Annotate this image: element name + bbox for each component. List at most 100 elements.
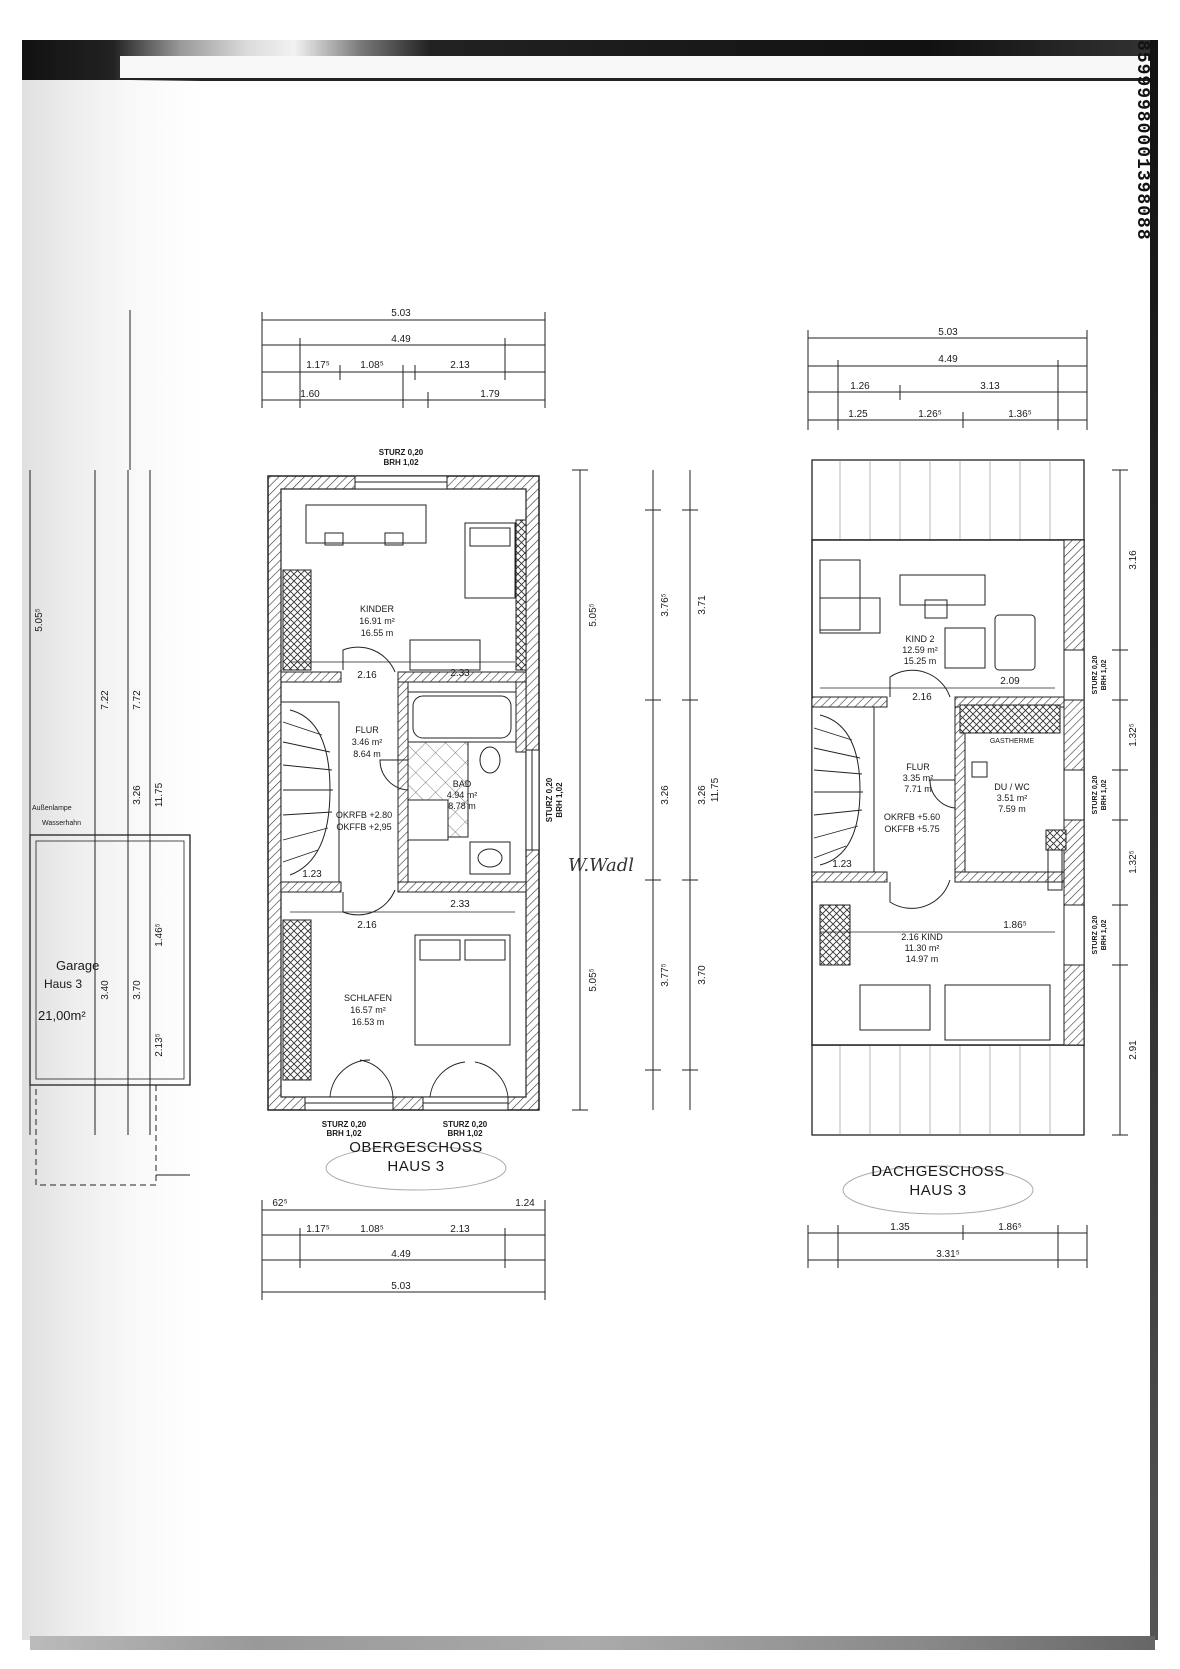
og-side-dim-6: 3.71 bbox=[697, 595, 708, 615]
dachgeschoss-texts: 5.03 4.49 1.26 3.13 1.25 1.26⁵ 1.36⁵ KIN… bbox=[832, 327, 1139, 1260]
garage-area: 21,00m² bbox=[38, 1008, 86, 1023]
dg-okrfb: OKRFB +5.60 bbox=[884, 812, 940, 822]
dachgeschoss-title-line1: DACHGESCHOSS bbox=[871, 1163, 1005, 1180]
scan-edge-right bbox=[1150, 40, 1158, 1640]
og-dim-kinder-door: 2.16 bbox=[357, 670, 377, 681]
og-dim-schlafen-w: 2.33 bbox=[450, 899, 470, 910]
dg-bdim-c: 3.31⁵ bbox=[936, 1249, 960, 1260]
dg-dim-kind-w: 1.86⁵ bbox=[1003, 920, 1027, 931]
schlafen-area: 16.57 m² bbox=[350, 1005, 386, 1015]
obergeschoss-plan bbox=[261, 312, 698, 1300]
og-bdim-b: 1.24 bbox=[515, 1198, 535, 1209]
dg-side-dim-1: 3.16 bbox=[1128, 550, 1139, 570]
og-dim-total: 5.03 bbox=[391, 308, 411, 319]
scan-shadow-left bbox=[22, 80, 202, 1640]
og-brh-top: BRH 1,02 bbox=[383, 458, 419, 467]
garage-dim-7: 3.70 bbox=[132, 980, 143, 1000]
og-dim-c: 2.13 bbox=[450, 360, 470, 371]
dachgeschoss-title: DACHGESCHOSS HAUS 3 bbox=[858, 1162, 1018, 1200]
dg-kind-name: 2.16 KIND bbox=[901, 932, 943, 942]
gastherme: GASTHERME bbox=[990, 738, 1035, 745]
og-dim-inner: 4.49 bbox=[391, 334, 411, 345]
dg-lintel-3: STURZ 0,20 bbox=[1092, 915, 1099, 954]
og-bdim-g: 5.03 bbox=[391, 1281, 411, 1292]
dg-dim-chains-top bbox=[807, 330, 1088, 430]
bad-area: 4.94 m² bbox=[447, 790, 478, 800]
kinder-perimeter: 16.55 m bbox=[361, 628, 394, 638]
dg-dim-kind2-door: 2.16 bbox=[912, 692, 932, 703]
og-brh-side: BRH 1,02 bbox=[555, 782, 564, 818]
dg-brh-1: BRH 1,02 bbox=[1101, 660, 1108, 691]
obergeschoss-title-line1: OBERGESCHOSS bbox=[349, 1139, 483, 1156]
kind2-area: 12.59 m² bbox=[902, 645, 938, 655]
og-side-dim-3: 3.76⁵ bbox=[660, 593, 671, 617]
scan-edge-bottom bbox=[30, 1636, 1155, 1650]
garage-dim-4: 3.26 bbox=[132, 785, 143, 805]
handwritten-signature: W.Wadl bbox=[568, 855, 635, 876]
og-flur-area: 3.46 m² bbox=[352, 737, 383, 747]
og-dim-d: 1.60 bbox=[300, 389, 320, 400]
schlafen-perimeter: 16.53 m bbox=[352, 1017, 385, 1027]
dg-side-dim-4: 2.91 bbox=[1128, 1040, 1139, 1060]
og-flur-perimeter: 8.64 m bbox=[353, 749, 381, 759]
og-side-dim-5: 3.77⁵ bbox=[660, 963, 671, 987]
dg-bdim-b: 1.86⁵ bbox=[998, 1222, 1022, 1233]
dg-lintel-2: STURZ 0,20 bbox=[1092, 775, 1099, 814]
dg-bdim-a: 1.35 bbox=[890, 1222, 910, 1233]
og-lintel-top: STURZ 0,20 bbox=[379, 448, 424, 457]
dg-dim-c: 1.25 bbox=[848, 409, 868, 420]
obergeschoss-title-line2: HAUS 3 bbox=[387, 1158, 445, 1175]
garage-house: Haus 3 bbox=[44, 977, 82, 991]
kind2-perimeter: 15.25 m bbox=[904, 656, 937, 666]
dg-brh-2: BRH 1,02 bbox=[1101, 780, 1108, 811]
og-bdim-d: 1.08⁵ bbox=[360, 1224, 384, 1235]
dg-kind-area: 11.30 m² bbox=[905, 943, 940, 953]
kind2-name: KIND 2 bbox=[905, 634, 934, 644]
obergeschoss-texts: 5.03 4.49 1.17⁵ 1.08⁵ 2.13 1.60 1.79 STU… bbox=[272, 308, 721, 1292]
og-dim-stair: 1.23 bbox=[302, 869, 322, 880]
og-side-dim-1: 5.05⁵ bbox=[588, 603, 599, 627]
dg-dim-stair: 1.23 bbox=[832, 859, 852, 870]
garage-texts: Garage Haus 3 21,00m² Außenlampe Wasserh… bbox=[32, 608, 165, 1057]
dachgeschoss-plan bbox=[325, 330, 1128, 1268]
og-lintel-side: STURZ 0,20 bbox=[545, 777, 554, 822]
garage-dim-1: 5.05⁵ bbox=[34, 608, 45, 632]
og-dim-b: 1.08⁵ bbox=[360, 360, 384, 371]
bad-perimeter: 8.78 m bbox=[448, 801, 476, 811]
og-brh-bl: BRH 1,02 bbox=[326, 1129, 362, 1138]
og-bdim-e: 2.13 bbox=[450, 1224, 470, 1235]
document-code: 85999980001398088 bbox=[1132, 40, 1152, 241]
og-lintel-bl: STURZ 0,20 bbox=[322, 1120, 367, 1129]
garage-dim-3: 7.72 bbox=[132, 690, 143, 710]
dg-okffb: OKFFB +5.75 bbox=[884, 824, 939, 834]
garage-dim-9: 1.46⁵ bbox=[154, 923, 165, 947]
og-side-dim-total: 11.75 bbox=[710, 777, 721, 802]
og-okrfb: OKRFB +2.80 bbox=[336, 810, 392, 820]
dg-side-dim-2: 1.32⁵ bbox=[1128, 723, 1139, 747]
kinder-area: 16.91 m² bbox=[359, 616, 395, 626]
og-bdim-a: 62⁵ bbox=[272, 1198, 287, 1209]
dg-flur-perimeter: 7.71 m bbox=[904, 784, 932, 794]
og-side-dim-2: 5.05⁵ bbox=[588, 968, 599, 992]
og-dim-e: 1.79 bbox=[480, 389, 500, 400]
garage-dim-2: 7.22 bbox=[100, 690, 111, 710]
dg-dim-total: 5.03 bbox=[938, 327, 958, 338]
obergeschoss-title: OBERGESCHOSS HAUS 3 bbox=[336, 1138, 496, 1176]
og-dim-chains-bottom bbox=[261, 1200, 546, 1300]
dg-flur-area: 3.35 m² bbox=[903, 773, 934, 783]
og-bdim-f: 4.49 bbox=[391, 1249, 411, 1260]
garage-dim-8: 2.13⁵ bbox=[154, 1033, 165, 1057]
dg-brh-3: BRH 1,02 bbox=[1101, 920, 1108, 951]
dg-dim-a: 1.26 bbox=[850, 381, 870, 392]
dg-dim-chains-bottom bbox=[807, 1225, 1088, 1268]
og-lintel-br: STURZ 0,20 bbox=[443, 1120, 488, 1129]
og-side-dim-4: 3.26 bbox=[660, 785, 671, 805]
og-dim-kinder-w: 2.33 bbox=[450, 668, 470, 679]
dg-side-dim-3: 1.32⁵ bbox=[1128, 850, 1139, 874]
og-bdim-c: 1.17⁵ bbox=[306, 1224, 330, 1235]
dg-dim-chains-right bbox=[1112, 469, 1128, 1136]
du-wc-name: DU / WC bbox=[994, 782, 1030, 792]
dg-lintel-1: STURZ 0,20 bbox=[1092, 655, 1099, 694]
dg-dim-inner: 4.49 bbox=[938, 354, 958, 365]
